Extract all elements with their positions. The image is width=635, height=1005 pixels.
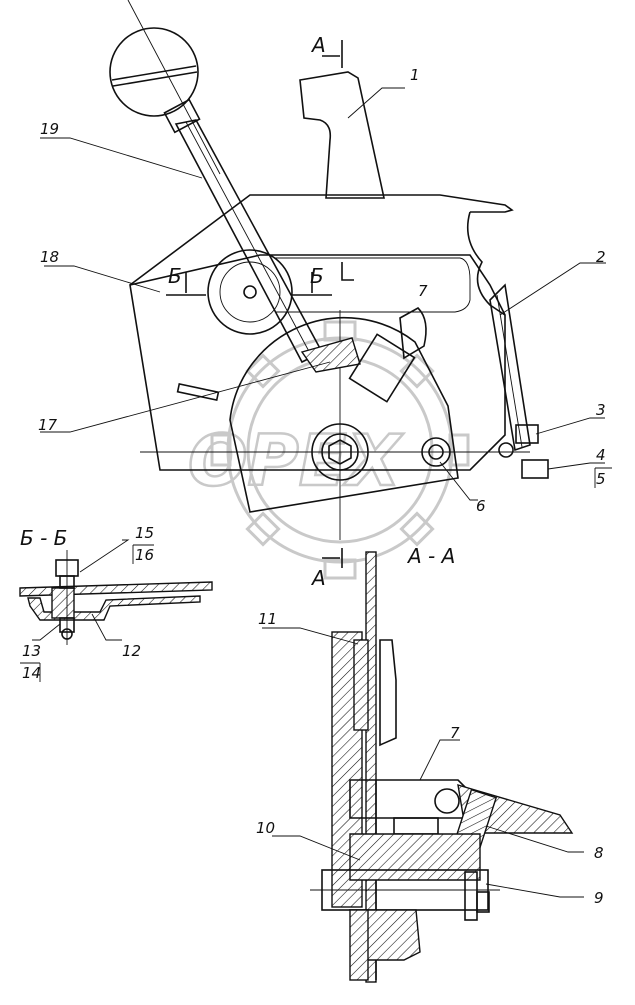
callout-2: 2 [596,248,606,266]
callout-1: 1 [410,66,420,84]
section-marker-a-bottom: А [310,548,343,590]
callout-3: 3 [596,401,606,419]
detent-latch-17 [176,337,361,402]
watermark-logo: OPEX [187,320,470,580]
section-marker-a-top: А [310,33,343,68]
leader-lines [32,87,606,898]
section-b-left-label: Б [168,264,182,288]
callout-11: 11 [258,610,277,628]
lever-knob [109,0,221,175]
cover-2 [489,283,531,452]
bracket-1 [299,71,385,199]
section-a-top-label: А [310,33,326,57]
callout-9: 9 [594,889,604,907]
callout-labels: 1 2 3 4 5 6 7 8 9 10 11 12 13 14 15 16 1… [20,66,612,907]
callout-5: 5 [596,470,606,488]
callout-4: 4 [596,446,606,464]
section-marker-b-left: Б [166,264,206,296]
section-bb-title: Б - Б [20,526,67,550]
plate-mark-label: 7 [418,282,428,300]
callout-16: 16 [135,546,154,564]
section-bb-view: Б - Б [19,526,213,645]
watermark-text: OPEX [188,420,404,502]
callout-10: 10 [256,819,275,837]
detent-bolt [348,307,427,403]
shift-lever-19 [163,98,324,364]
section-aa-view: А - А [310,544,574,983]
callout-12: 12 [122,642,141,660]
callout-19: 19 [40,120,59,138]
callout-18: 18 [40,248,59,266]
callout-8: 8 [594,844,604,862]
section-aa-title: А - А [406,544,455,568]
section-a-bottom-label: А [310,566,326,590]
lever-stem-boss [207,249,293,335]
callout-15: 15 [135,524,154,542]
callout-6: 6 [476,497,486,515]
pin-6 [421,437,451,467]
callout-7: 7 [450,724,460,742]
callout-17: 17 [38,416,58,434]
callout-14: 14 [22,664,41,682]
section-marker-b-right: Б [292,264,332,296]
section-b-right-label: Б [310,264,324,288]
housing-plate-18: 7 [129,194,514,471]
callout-13: 13 [22,642,41,660]
watermark-gear-teeth [210,320,470,580]
